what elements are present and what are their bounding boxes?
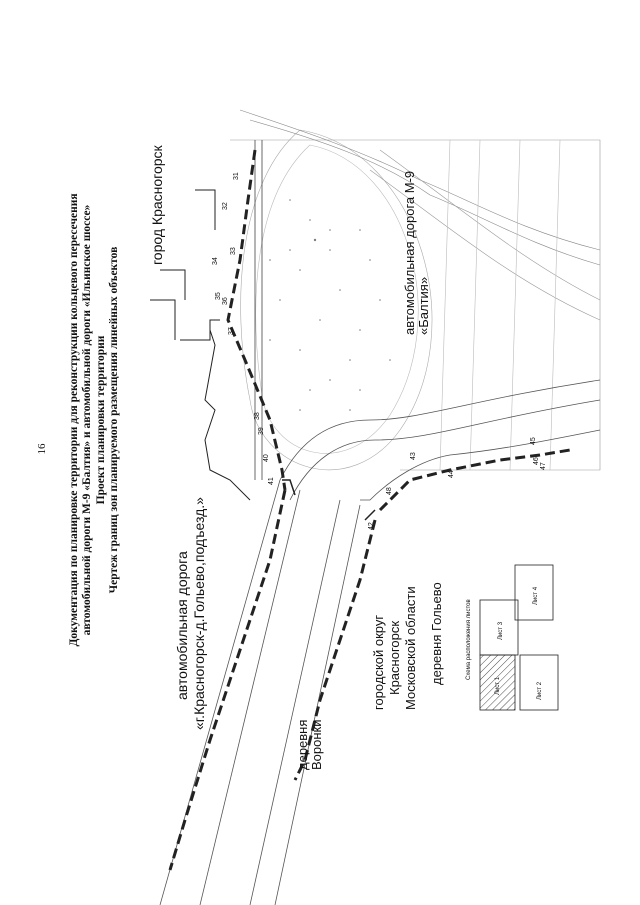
point-label: 45 xyxy=(530,437,537,445)
dot-texture xyxy=(269,199,391,411)
label-highway-m9: автомобильная дорога М-9 «Балтия» xyxy=(402,170,431,335)
point-label: 40 xyxy=(263,454,270,462)
point-label: 33 xyxy=(230,247,237,255)
sheet-1-hatched xyxy=(479,654,516,711)
point-label: 36 xyxy=(222,297,229,305)
sheet-3-label: Лист 3 xyxy=(498,621,504,640)
label-village-golevo: деревня Гольево xyxy=(429,582,444,685)
point-label: 38 xyxy=(254,412,261,420)
sheet-2-frame xyxy=(519,654,559,711)
zone-boundary xyxy=(168,149,571,871)
point-label: 47 xyxy=(540,462,547,470)
label-road-line2: «г.Красногорск-д.Гольево,подъезд.» xyxy=(191,497,207,730)
inset-title: Схема расположения листов xyxy=(466,599,472,680)
sheet-4-label: Лист 4 xyxy=(533,586,539,605)
terrain-hatching xyxy=(230,109,601,471)
point-label: 39 xyxy=(258,427,265,435)
point-label: 43 xyxy=(410,452,417,460)
label-district-line3: Московской области xyxy=(403,586,418,710)
sheet-2-label: Лист 2 xyxy=(537,681,543,700)
sheet-1-label: Лист 1 xyxy=(495,676,501,695)
label-district-line2: Красногорск xyxy=(387,620,402,695)
point-label: 34 xyxy=(212,257,219,265)
label-city: город Красногорск xyxy=(149,145,165,265)
point-label: 44 xyxy=(448,470,455,478)
label-village-voronki: деревня Воронки xyxy=(295,719,324,771)
label-road-line1: автомобильная дорога xyxy=(174,551,190,700)
point-label: 32 xyxy=(222,202,229,210)
point-label: 46 xyxy=(533,457,540,465)
roads xyxy=(159,140,601,905)
point-label: 42 xyxy=(368,522,375,530)
point-label: 41 xyxy=(268,477,275,485)
red-lines xyxy=(282,479,376,521)
building-outline xyxy=(150,189,251,501)
label-district-line1: городской округ xyxy=(371,614,386,710)
point-label: 35 xyxy=(215,292,222,300)
sheet-4-frame xyxy=(514,564,554,621)
point-label: 31 xyxy=(233,172,240,180)
point-label: 48 xyxy=(386,487,393,495)
inset-scheme xyxy=(479,564,559,711)
point-label: 37 xyxy=(228,327,235,335)
sheet-3-frame xyxy=(479,599,519,656)
